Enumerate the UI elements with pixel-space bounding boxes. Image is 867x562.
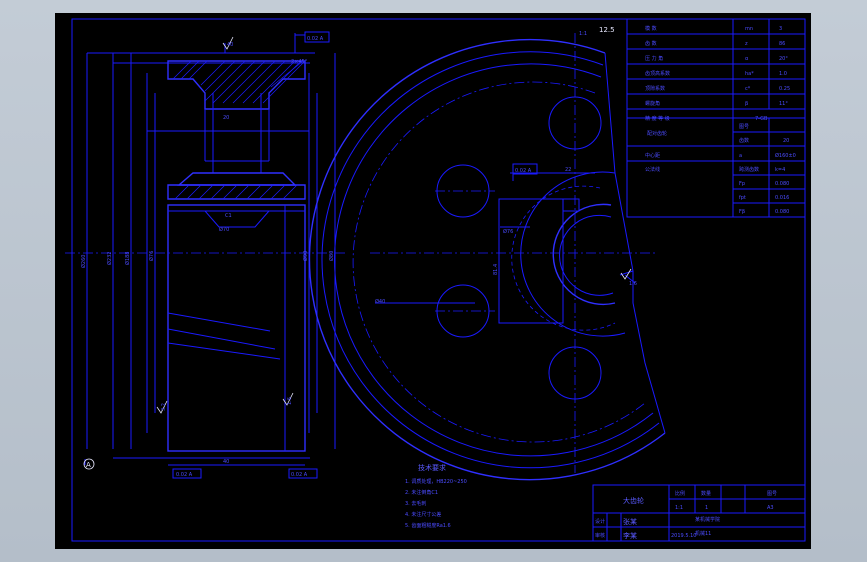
- param-symbol-0: mn: [745, 26, 753, 32]
- right-hole-dim: Ø40: [375, 298, 385, 305]
- param-value-0: 3: [779, 26, 782, 32]
- tech-note-3: 4. 未注尺寸公差: [405, 511, 441, 518]
- tech-note-1: 2. 未注倒角C1: [405, 489, 438, 496]
- check-value-0: Ø160±0: [775, 152, 796, 159]
- right-keyway-height: 81.4: [493, 264, 499, 275]
- title-top-value-2: 1: [705, 505, 708, 511]
- param-value-3: 1.0: [779, 71, 787, 77]
- front-view: [308, 33, 666, 481]
- check-name-0: 中心距: [645, 152, 660, 159]
- datum-label: A: [86, 461, 91, 469]
- title-class: 机械11: [695, 530, 711, 537]
- title-checker-label: 审核: [595, 532, 605, 539]
- title-top-cell-1: 比例: [675, 490, 685, 497]
- check-value-3: 0.016: [775, 195, 789, 201]
- right-side-rough: 1.6: [629, 281, 637, 287]
- check-symbol-4: Fβ: [739, 209, 745, 215]
- param-table: [626, 18, 806, 218]
- param-symbol-2: α: [745, 56, 749, 62]
- dim-dia3: Ø188: [124, 252, 131, 265]
- right-key-dim: 22: [565, 167, 571, 173]
- dim-tol-bottom-right: 0.02 A: [291, 472, 308, 478]
- rim-hatch-bottom: [174, 184, 298, 200]
- drawing-frame: [71, 18, 806, 542]
- param-value-4: 0.25: [779, 86, 790, 92]
- title-block: [592, 484, 806, 542]
- title-top-cell-2: 数量: [701, 490, 711, 497]
- cad-viewport[interactable]: 40 0.02 A 2×45° 20 C1 Ø70 Ø260 Ø232 Ø188…: [55, 13, 811, 549]
- dim-tol-bottom-left: 0.02 A: [176, 472, 193, 478]
- param-name-2: 压 力 角: [645, 55, 663, 62]
- right-bore-dim: Ø76: [503, 228, 513, 235]
- param-value-6: 7-GB: [755, 116, 768, 122]
- dim-outer-dia: Ø260: [80, 255, 87, 268]
- title-date: 2019.5.10: [671, 533, 696, 539]
- dim-key: 20: [223, 115, 229, 121]
- title-designer-label: 设计: [595, 518, 605, 525]
- check-symbol-1: 跨测齿数: [739, 166, 759, 173]
- dim-top-width: 40: [227, 42, 233, 48]
- title-part-name: 大齿轮: [623, 496, 644, 505]
- check-symbol-2: Fp: [739, 181, 745, 187]
- dim-dia2: Ø232: [106, 252, 113, 265]
- tech-note-4: 5. 齿面粗糙度Ra1.6: [405, 522, 451, 529]
- pair-name-1: 齿数: [739, 137, 749, 144]
- param-value-5: 11°: [779, 101, 788, 107]
- dim-bottom-width: 40: [223, 459, 229, 465]
- tech-note-2: 3. 去毛刺: [405, 500, 426, 507]
- gear-drawing: 40 0.02 A 2×45° 20 C1 Ø70 Ø260 Ø232 Ø188…: [65, 18, 806, 542]
- param-value-2: 20°: [779, 56, 788, 62]
- tech-note-0: 1. 调质处理，HB220~250: [405, 478, 467, 485]
- param-name-0: 模 数: [645, 25, 657, 32]
- check-value-4: 0.080: [775, 209, 789, 215]
- param-symbol-5: β: [745, 101, 748, 107]
- pair-name-0: 图号: [739, 124, 749, 130]
- check-name-1: 公法线: [645, 166, 660, 173]
- title-top-value-3: A3: [767, 505, 774, 511]
- dim-hub: Ø70: [219, 226, 229, 233]
- check-symbol-0: a: [739, 153, 742, 159]
- title-top-value-1: 1:1: [675, 505, 683, 511]
- dim-tol-top: 0.02 A: [307, 36, 324, 42]
- roughness-symbol: 12.5: [599, 26, 615, 34]
- dim-chamfer: 2×45°: [291, 59, 308, 65]
- title-designer: 张某: [623, 517, 637, 526]
- param-name-4: 顶隙系数: [645, 85, 665, 92]
- title-top-cell-3: 图号: [767, 491, 777, 497]
- check-symbol-3: fpt: [739, 195, 746, 201]
- param-name-1: 齿 数: [645, 40, 657, 47]
- dim-rough-right: 1.6: [287, 397, 293, 405]
- dim-right2: Ø80: [328, 251, 335, 261]
- title-checker: 李某: [623, 531, 637, 540]
- web-hole-4: [548, 346, 602, 400]
- dim-rough-left: 3.2: [161, 403, 167, 411]
- dim-bore: Ø76: [148, 251, 155, 261]
- dim-keyway-note: C1: [225, 213, 232, 219]
- check-value-2: 0.080: [775, 181, 789, 187]
- title-school: 某机械学院: [695, 516, 720, 523]
- tol-frame-right: 0.02 A: [515, 168, 532, 174]
- param-name-6: 精 度 等 级: [645, 115, 670, 122]
- scale-note: 1:1: [579, 31, 587, 37]
- param-name-5: 螺旋角: [645, 100, 660, 107]
- dim-right1: Ø90: [302, 251, 309, 261]
- check-value-1: k=4: [775, 167, 785, 173]
- pair-label: 配对齿轮: [647, 130, 667, 137]
- param-name-3: 齿顶高系数: [645, 70, 670, 77]
- param-symbol-4: c*: [745, 86, 751, 92]
- rim-hatch-top: [172, 60, 306, 104]
- pair-value-1: 20: [783, 138, 789, 144]
- param-symbol-1: z: [745, 41, 748, 47]
- tech-notes-title: 技术要求: [418, 463, 446, 472]
- param-value-1: 86: [779, 41, 785, 47]
- param-symbol-3: ha*: [745, 71, 754, 77]
